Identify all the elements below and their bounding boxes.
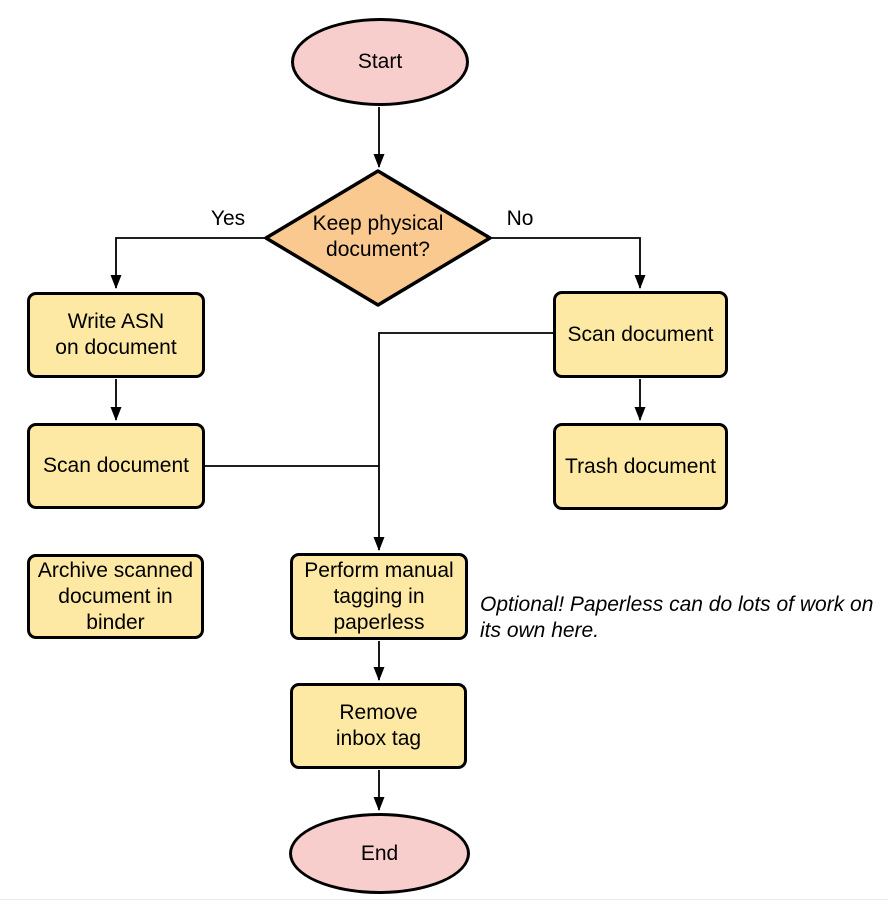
node-manual-tagging: Perform manual tagging in paperless — [290, 553, 468, 640]
node-trash-document: Trash document — [553, 423, 728, 510]
node-scan-document-left: Scan document — [27, 423, 205, 509]
node-start: Start — [291, 18, 469, 106]
annotation-optional-note: Optional! Paperless can do lots of work … — [480, 593, 874, 642]
node-scan-document-right: Scan document — [553, 291, 728, 378]
page-bottom-divider — [0, 899, 888, 900]
node-archive-in-binder: Archive scanned document in binder — [27, 554, 204, 639]
edge-label-yes: Yes — [210, 207, 246, 230]
node-end: End — [289, 813, 470, 894]
node-remove-inbox-tag: Remove inbox tag — [290, 683, 467, 769]
edge-label-no: No — [506, 207, 534, 230]
edge-decision-yes-to-write-asn — [110, 237, 266, 289]
edge-decision-no-to-scan-right — [490, 237, 646, 289]
node-decision-label: Keep physical document? — [312, 212, 444, 261]
node-decision-diamond — [264, 169, 492, 307]
node-write-asn: Write ASN on document — [27, 292, 205, 378]
edge-scan-right-to-tagging — [373, 332, 553, 551]
